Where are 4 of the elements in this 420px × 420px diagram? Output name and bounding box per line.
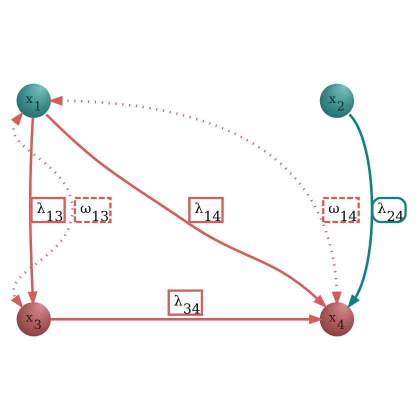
arrow <box>28 118 38 306</box>
arrow <box>10 111 74 309</box>
arrow <box>347 114 374 309</box>
arrow <box>50 314 324 324</box>
